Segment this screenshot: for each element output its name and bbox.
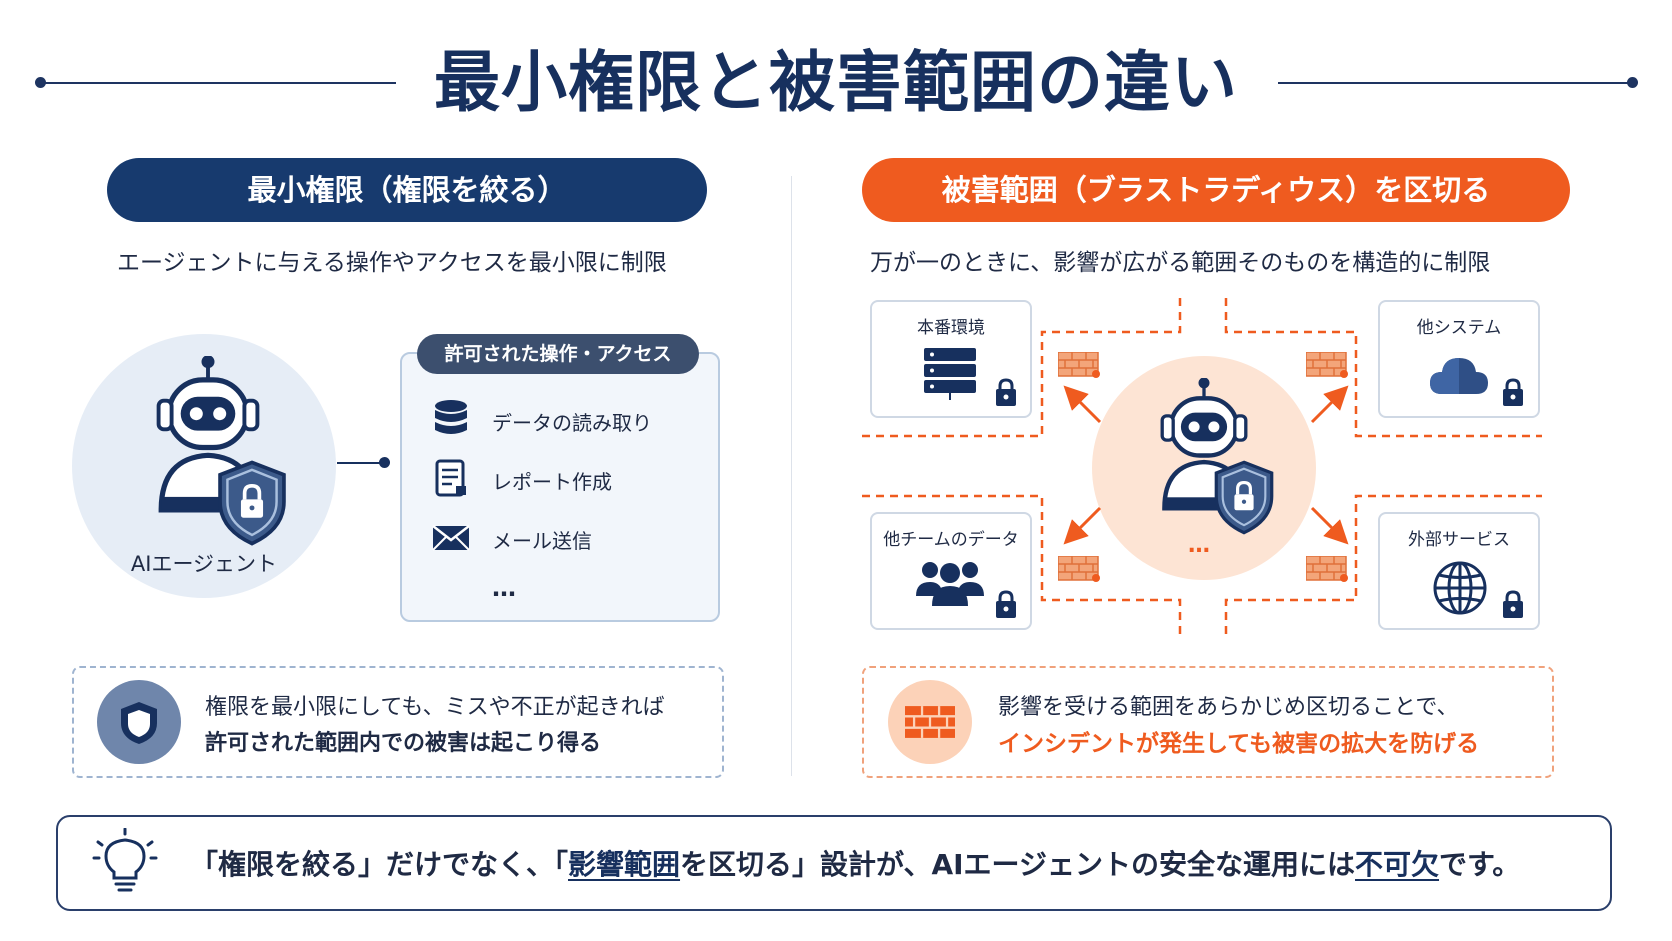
bottom-message-emphasis1: 影響範囲 [568, 848, 681, 881]
page-title: 最小権限と被害範囲の違い [434, 44, 1238, 121]
lock-icon [1501, 378, 1525, 408]
agent-label: AIエージェント [130, 552, 278, 576]
resource-production-label: 本番環境 [917, 318, 985, 338]
left-note-line2: 許可された範囲内での被害は起こり得る [205, 731, 602, 756]
connector-dot [379, 457, 390, 468]
firewall-icon [1306, 556, 1349, 583]
mail-icon [432, 525, 470, 551]
bottom-message: 「権限を絞る」だけでなく、「影響範囲を区切る」設計が、AIエージェントの安全な運… [190, 843, 1520, 883]
server-icon [924, 348, 976, 400]
firewall-icon [1306, 352, 1349, 379]
resource-external-services-label: 外部サービス [1408, 530, 1510, 550]
right-note-line2: インシデントが発生しても被害の拡大を防げる [998, 731, 1480, 757]
arrows [1063, 385, 1349, 545]
firewall-icon [905, 706, 955, 738]
allowed-actions-title: 許可された操作・アクセス [417, 334, 699, 374]
left-subtitle: エージェントに与える操作やアクセスを最小限に制限 [117, 250, 667, 276]
allowed-item-report: レポート作成 [492, 470, 612, 494]
firewall-icon [1058, 352, 1101, 379]
title-dot-left [35, 77, 46, 88]
right-header: 被害範囲（ブラストラディウス）を区切る [862, 158, 1570, 222]
cloud-icon [1430, 358, 1488, 394]
allowed-item-mail: メール送信 [492, 529, 592, 553]
lock-icon [1501, 590, 1525, 620]
title-line-left [44, 82, 396, 84]
bottom-message-part1: 「権限を絞る」だけでなく、「 [190, 848, 569, 881]
bottom-message-box [56, 815, 1612, 911]
database-icon [435, 400, 467, 434]
firewall-icon [1058, 556, 1101, 583]
bottom-message-part5: です。 [1439, 848, 1521, 881]
document-icon [435, 459, 466, 497]
connector-line [337, 462, 385, 464]
bottom-message-emphasis2: 不可欠 [1355, 848, 1440, 881]
left-note-box [72, 666, 724, 778]
users-icon [916, 562, 984, 606]
lightbulb-icon [92, 828, 158, 892]
right-note-line1: 影響を受ける範囲をあらかじめ区切ることで、 [998, 695, 1459, 720]
globe-icon [1433, 561, 1487, 615]
left-header: 最小権限（権限を絞る） [107, 158, 707, 222]
shield-icon [121, 702, 157, 744]
right-subtitle: 万が一のときに、影響が広がる範囲そのものを構造的に制限 [870, 250, 1491, 276]
lock-icon [994, 590, 1018, 620]
bottom-message-part3: を区切る」設計が、AIエージェントの安全な運用には [680, 848, 1356, 881]
allowed-item-read: データの読み取り [492, 411, 652, 435]
section-divider [791, 176, 792, 776]
lock-icon [994, 378, 1018, 408]
resource-other-systems-label: 他システム [1416, 318, 1502, 338]
resource-other-team-data-label: 他チームのデータ [883, 530, 1019, 550]
boundary-lines [862, 298, 1542, 634]
left-note-line1: 権限を最小限にしても、ミスや不正が起きれば [205, 695, 665, 720]
title-row: 最小権限と被害範囲の違い [0, 38, 1672, 128]
title-line-right [1278, 82, 1632, 84]
center-more: … [1188, 533, 1210, 558]
allowed-more: … [492, 574, 519, 602]
title-dot-right [1627, 77, 1638, 88]
right-note-box [862, 666, 1554, 778]
shield-lock-icon [218, 460, 286, 546]
